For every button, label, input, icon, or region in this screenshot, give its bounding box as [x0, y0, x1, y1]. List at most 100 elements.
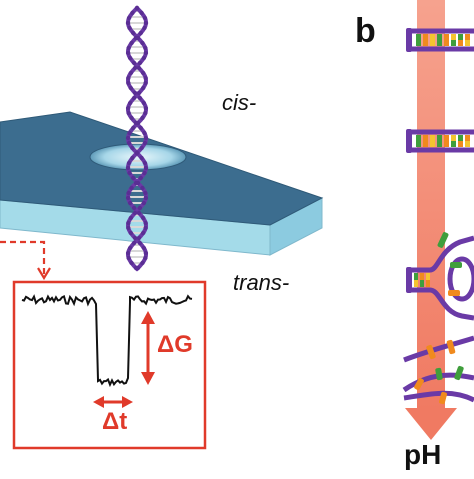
base-top	[423, 34, 428, 40]
backbone-bead	[128, 70, 134, 76]
backbone-bead	[126, 15, 132, 21]
backbone-bead	[135, 120, 141, 126]
backbone-bead	[140, 215, 146, 221]
backbone-bead	[125, 165, 131, 171]
backbone-bead	[143, 20, 149, 26]
backbone-bead	[143, 80, 148, 86]
backbone-bead	[134, 150, 140, 156]
backbone-bead	[143, 50, 149, 56]
backbone-bead	[139, 10, 144, 16]
backbone-bead	[125, 50, 131, 56]
backbone-bead	[129, 115, 134, 121]
base-bottom	[437, 141, 442, 147]
ph-gradient-arrow-icon	[405, 0, 457, 440]
current-trace-box	[12, 280, 207, 450]
backbone-bead	[143, 220, 148, 226]
backbone-bead	[140, 40, 145, 46]
base-bottom	[458, 141, 463, 147]
backbone-bead	[137, 205, 143, 211]
backbone-bead	[126, 45, 131, 51]
backbone-bead	[134, 5, 140, 11]
dna-melted-strands	[402, 335, 474, 405]
backbone-bead	[126, 140, 132, 146]
base-bottom	[416, 141, 421, 147]
backbone-bead	[143, 255, 148, 261]
base-bottom	[458, 40, 463, 46]
backbone-bead	[138, 125, 143, 131]
backbone-bead	[135, 35, 141, 41]
backbone-bead	[140, 230, 146, 236]
backbone-bead	[136, 65, 142, 71]
backbone-bead	[131, 125, 136, 131]
base-bottom	[451, 40, 456, 46]
base-top	[437, 135, 442, 141]
backbone-bead	[137, 95, 143, 101]
base-bottom	[465, 141, 470, 147]
backbone-bead	[128, 85, 134, 91]
backbone-bead	[132, 90, 138, 96]
backbone-bead	[126, 80, 131, 86]
backbone-bead	[125, 195, 131, 201]
backbone-bead	[131, 60, 137, 66]
base-bottom	[451, 141, 456, 147]
backbone-bead	[132, 65, 138, 71]
base-bottom	[430, 141, 435, 147]
backbone-bead	[126, 225, 131, 231]
base-top	[451, 135, 456, 141]
backbone-bead	[141, 55, 147, 61]
backbone-bead	[143, 225, 148, 231]
base-top	[451, 34, 456, 40]
backbone-bead	[127, 170, 132, 176]
base-bottom	[444, 40, 449, 46]
base-top	[458, 135, 463, 141]
backbone-bead	[127, 100, 133, 106]
backbone-bead	[127, 55, 133, 61]
backbone-bead	[130, 155, 135, 161]
backbone-bead	[143, 190, 148, 196]
backbone-bead	[127, 130, 132, 136]
base-bottom	[465, 40, 470, 46]
backbone-bead	[142, 160, 148, 166]
backbone-bead	[129, 185, 134, 191]
backbone-bead	[126, 160, 132, 166]
backbone-bead	[132, 210, 138, 216]
base-top	[423, 135, 428, 141]
backbone-bead	[131, 205, 137, 211]
backbone-bead	[131, 95, 137, 101]
base-bottom	[426, 280, 430, 287]
base-top	[414, 273, 418, 280]
backbone-bead	[142, 25, 147, 31]
base-top	[416, 34, 421, 40]
delta-t-label: Δt	[102, 408, 128, 435]
backbone-bead	[128, 230, 134, 236]
base-bottom	[416, 40, 421, 46]
backbone-bead	[131, 175, 136, 181]
base-bottom	[423, 141, 428, 147]
backbone-bead	[141, 100, 147, 106]
backbone-bead	[143, 250, 149, 256]
backbone-bead	[133, 180, 139, 186]
base-top	[430, 34, 435, 40]
base-top	[416, 135, 421, 141]
backbone-bead	[130, 10, 135, 16]
dna-duplex-opening	[406, 232, 474, 321]
base-top	[444, 34, 449, 40]
backbone-bead	[137, 60, 143, 66]
base-bottom	[414, 280, 418, 287]
delta-g-arrow	[141, 311, 155, 385]
backbone-bead	[136, 90, 142, 96]
backbone-bead	[139, 155, 144, 161]
backbone-bead	[131, 30, 136, 36]
backbone-bead	[140, 115, 145, 121]
base-top	[437, 34, 442, 40]
backbone-bead	[126, 220, 131, 226]
base-top	[420, 273, 424, 280]
base-bottom	[420, 280, 424, 287]
backbone-bead	[125, 20, 131, 26]
backbone-bead	[140, 85, 146, 91]
backbone-bead	[143, 135, 149, 141]
base-bottom	[444, 141, 449, 147]
base-top	[465, 135, 470, 141]
base-top	[465, 34, 470, 40]
